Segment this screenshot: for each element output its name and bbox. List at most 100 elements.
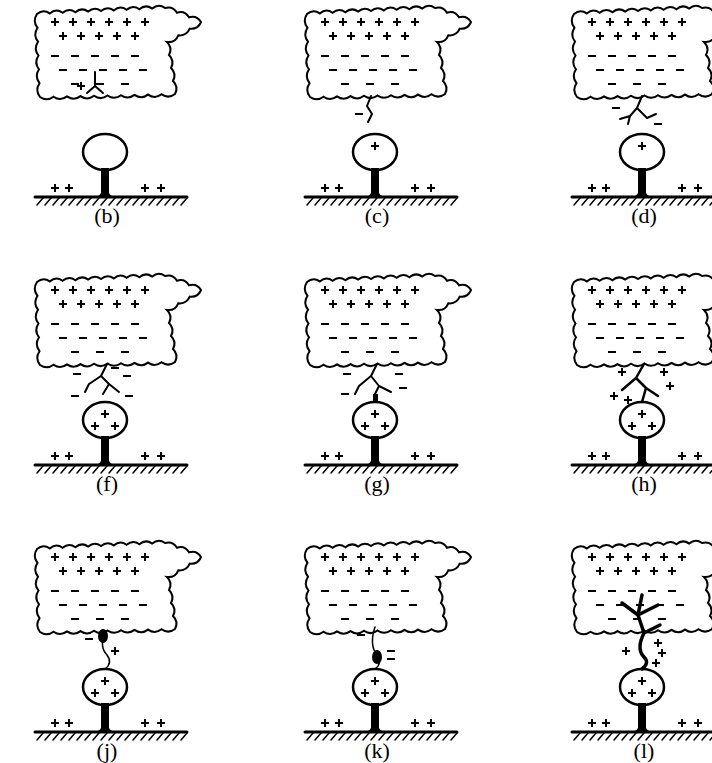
lightning-stage	[35, 541, 201, 740]
negative-charge	[123, 375, 131, 377]
negative-charge	[96, 351, 104, 353]
negative-charge	[71, 55, 79, 57]
negative-charge	[409, 69, 417, 71]
negative-charge	[656, 69, 664, 71]
positive-charge	[660, 368, 668, 376]
positive-charge	[602, 719, 610, 727]
negative-charge	[648, 323, 656, 325]
positive-charge	[393, 18, 401, 26]
positive-charge	[339, 553, 347, 561]
negative-charge	[608, 83, 616, 85]
positive-charge	[648, 689, 656, 697]
positive-charge	[105, 553, 113, 561]
lightning-stage	[305, 541, 471, 740]
positive-charge	[427, 719, 435, 727]
positive-charge	[59, 32, 67, 40]
negative-charge	[369, 69, 377, 71]
lightning-stage	[35, 274, 201, 473]
tree-trunk	[93, 703, 117, 732]
positive-charge	[77, 567, 85, 575]
negative-charge	[91, 323, 99, 325]
positive-charge	[51, 452, 59, 460]
positive-charge	[622, 647, 630, 655]
negative-charge	[349, 604, 357, 606]
lightning-leader	[355, 364, 391, 394]
positive-charge	[357, 553, 365, 561]
tree-canopy	[620, 402, 664, 438]
positive-charge	[91, 689, 99, 697]
positive-charge	[375, 553, 383, 561]
negative-charge	[139, 69, 147, 71]
negative-charge	[341, 618, 349, 620]
tree-trunk	[630, 436, 654, 465]
positive-charge	[113, 32, 121, 40]
thundercloud	[35, 274, 201, 368]
positive-charge	[618, 368, 626, 376]
negative-charge	[596, 337, 604, 339]
lightning-stage	[35, 6, 201, 205]
thundercloud	[572, 541, 712, 635]
negative-charge	[409, 604, 417, 606]
tree-trunk	[93, 436, 117, 465]
negative-charge	[395, 373, 403, 375]
positive-charge	[411, 452, 419, 460]
positive-charge	[411, 553, 419, 561]
tree-canopy	[620, 134, 664, 170]
panel-label: (j)	[97, 738, 118, 763]
positive-charge	[111, 647, 119, 655]
positive-charge	[624, 18, 632, 26]
positive-charge	[678, 184, 686, 192]
negative-charge	[401, 323, 409, 325]
positive-charge	[157, 452, 165, 460]
positive-charge	[642, 553, 650, 561]
positive-charge	[141, 286, 149, 294]
lightning-stage	[572, 274, 712, 473]
negative-charge	[131, 55, 139, 57]
positive-charge	[650, 300, 658, 308]
positive-charge	[588, 553, 596, 561]
positive-charge	[77, 32, 85, 40]
positive-charge	[131, 300, 139, 308]
negative-charge	[361, 323, 369, 325]
positive-charge	[105, 286, 113, 294]
negative-charge	[369, 337, 377, 339]
positive-charge	[660, 553, 668, 561]
positive-charge	[383, 32, 391, 40]
negative-charge	[139, 604, 147, 606]
positive-charge	[596, 567, 604, 575]
positive-charge	[668, 300, 676, 308]
positive-charge	[365, 567, 373, 575]
lightning-leader	[367, 96, 372, 122]
lightning-leader	[85, 364, 119, 394]
negative-charge	[79, 604, 87, 606]
positive-charge	[95, 32, 103, 40]
positive-charge	[51, 553, 59, 561]
positive-charge	[77, 300, 85, 308]
positive-charge	[123, 553, 131, 561]
positive-charge	[401, 567, 409, 575]
negative-charge	[608, 55, 616, 57]
positive-charge	[347, 567, 355, 575]
positive-charge	[654, 639, 662, 647]
positive-charge	[606, 286, 614, 294]
negative-charge	[389, 69, 397, 71]
negative-charge	[628, 590, 636, 592]
negative-charge	[676, 69, 684, 71]
positive-charge	[678, 553, 686, 561]
positive-charge	[51, 18, 59, 26]
positive-charge	[606, 553, 614, 561]
positive-charge	[329, 32, 337, 40]
positive-charge	[371, 677, 379, 685]
negative-charge	[616, 337, 624, 339]
negative-charge	[389, 604, 397, 606]
positive-charge	[381, 422, 389, 430]
positive-charge	[668, 567, 676, 575]
positive-charge	[638, 677, 646, 685]
positive-charge	[141, 452, 149, 460]
positive-charge	[51, 184, 59, 192]
positive-charge	[111, 689, 119, 697]
negative-charge	[341, 351, 349, 353]
positive-charge	[650, 32, 658, 40]
negative-charge	[79, 337, 87, 339]
positive-charge	[632, 567, 640, 575]
